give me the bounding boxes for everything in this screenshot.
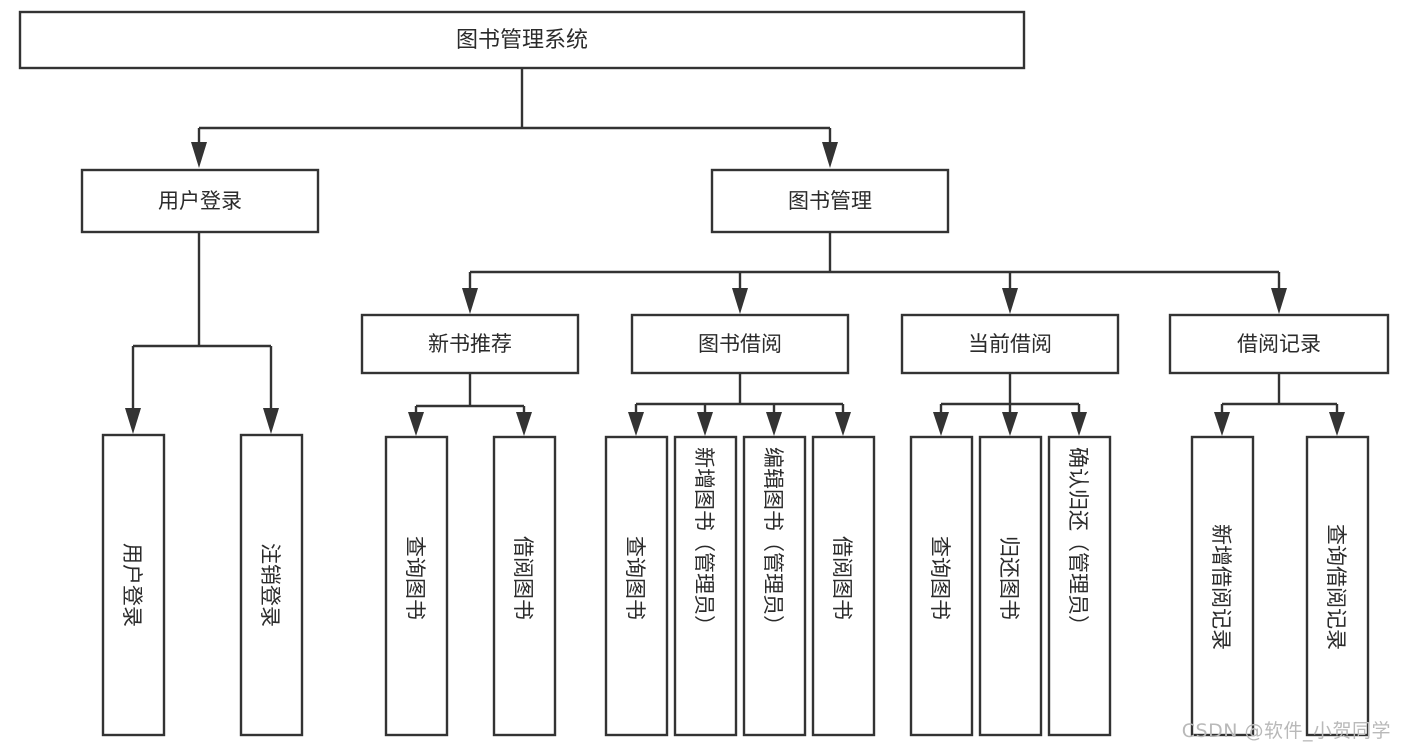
node-leaf-user-login-box[interactable] (101, 433, 166, 737)
arrow-head-leaf-bb-add (697, 412, 713, 436)
arrow-head-leaf-cb-confirm (1071, 412, 1087, 436)
node-leaf-bb-query[interactable]: 查询图书 (604, 435, 669, 737)
node-leaf-cb-query-box[interactable] (909, 435, 974, 737)
node-book-borrow-box[interactable] (630, 313, 850, 375)
node-current-borrow-label: 当前借阅 (968, 332, 1052, 356)
node-leaf-cb-return-label: 归还图书 (997, 536, 1021, 620)
node-root-box[interactable] (18, 10, 1026, 70)
node-leaf-bb-query-label: 查询图书 (623, 536, 647, 620)
node-book-borrow-label: 图书借阅 (698, 332, 782, 356)
node-leaf-cb-confirm[interactable]: 确认归还（管理员） (1047, 435, 1112, 737)
connector-group-book-borrow (628, 373, 851, 436)
node-user-login[interactable]: 用户登录 (80, 168, 320, 234)
node-root[interactable]: 图书管理系统 (18, 10, 1026, 70)
node-leaf-cb-confirm-box[interactable] (1047, 435, 1112, 737)
node-leaf-br-query-label: 查询借阅记录 (1324, 524, 1348, 650)
node-leaf-bb-query-box[interactable] (604, 435, 669, 737)
node-leaf-rec-borrow[interactable]: 借阅图书 (492, 435, 557, 737)
arrow-head-leaf-rec-query (408, 412, 424, 436)
arrow-head-leaf-br-add (1214, 412, 1230, 436)
node-leaf-br-add-label: 新增借阅记录 (1209, 524, 1233, 650)
node-leaf-rec-query[interactable]: 查询图书 (384, 435, 449, 737)
arrow-head-new-book-rec (462, 288, 478, 314)
node-leaf-rec-query-label: 查询图书 (403, 536, 427, 620)
node-borrow-record[interactable]: 借阅记录 (1168, 313, 1390, 375)
node-leaf-rec-query-box[interactable] (384, 435, 449, 737)
node-book-manage-box[interactable] (710, 168, 950, 234)
arrow-head-leaf-bb-borrow (835, 412, 851, 436)
arrow-head-borrow-record (1271, 288, 1287, 314)
node-book-manage[interactable]: 图书管理 (710, 168, 950, 234)
node-leaf-br-query-box[interactable] (1305, 435, 1370, 737)
connector-group-user-login (125, 232, 279, 434)
arrow-head-current-borrow (1002, 288, 1018, 314)
node-leaf-rec-borrow-label: 借阅图书 (511, 536, 535, 620)
arrow-head-leaf-cb-query (933, 412, 949, 436)
node-book-borrow[interactable]: 图书借阅 (630, 313, 850, 375)
node-leaf-bb-borrow-box[interactable] (811, 435, 876, 737)
node-leaf-bb-add-label: 新增图书（管理员） (692, 447, 716, 636)
node-leaf-rec-borrow-box[interactable] (492, 435, 557, 737)
node-leaf-bb-add[interactable]: 新增图书（管理员） (673, 435, 738, 737)
arrow-head-book-borrow (732, 288, 748, 314)
node-leaf-br-query[interactable]: 查询借阅记录 (1305, 435, 1370, 737)
node-book-manage-label: 图书管理 (788, 189, 872, 213)
node-leaf-user-logout-box[interactable] (239, 433, 304, 737)
node-new-book-rec[interactable]: 新书推荐 (360, 313, 580, 375)
node-leaf-bb-edit-box[interactable] (742, 435, 807, 737)
node-leaf-bb-borrow-label: 借阅图书 (830, 536, 854, 620)
node-leaf-bb-borrow[interactable]: 借阅图书 (811, 435, 876, 737)
connector-group-book-manage (462, 232, 1287, 314)
node-root-label: 图书管理系统 (456, 28, 588, 53)
node-leaf-bb-edit[interactable]: 编辑图书（管理员） (742, 435, 807, 737)
node-leaf-cb-return[interactable]: 归还图书 (978, 435, 1043, 737)
node-borrow-record-box[interactable] (1168, 313, 1390, 375)
node-leaf-cb-query-label: 查询图书 (928, 536, 952, 620)
node-leaf-user-login-label: 用户登录 (120, 543, 144, 627)
arrow-head-leaf-br-query (1329, 412, 1345, 436)
node-user-login-box[interactable] (80, 168, 320, 234)
connector-group-new-book-rec (408, 373, 532, 436)
node-current-borrow[interactable]: 当前借阅 (900, 313, 1120, 375)
node-leaf-user-login[interactable]: 用户登录 (101, 433, 166, 737)
node-leaf-cb-return-box[interactable] (978, 435, 1043, 737)
node-leaf-cb-confirm-label: 确认归还（管理员） (1066, 447, 1090, 636)
arrow-head-book-manage (822, 142, 838, 168)
connector-group-current-borrow (933, 373, 1087, 436)
node-leaf-br-add-box[interactable] (1190, 435, 1255, 737)
arrow-head-leaf-user-login (125, 408, 141, 434)
node-leaf-user-logout-label: 注销登录 (258, 543, 282, 627)
arrow-head-leaf-rec-borrow (516, 412, 532, 436)
arrow-head-leaf-user-logout (263, 408, 279, 434)
connector-group-root (191, 68, 838, 168)
node-leaf-bb-edit-label: 编辑图书（管理员） (761, 447, 785, 636)
node-leaf-user-logout[interactable]: 注销登录 (239, 433, 304, 737)
node-leaf-cb-query[interactable]: 查询图书 (909, 435, 974, 737)
node-current-borrow-box[interactable] (900, 313, 1120, 375)
connector-group-borrow-record (1214, 373, 1345, 436)
arrow-head-leaf-bb-query (628, 412, 644, 436)
arrow-head-user-login (191, 142, 207, 168)
node-new-book-rec-box[interactable] (360, 313, 580, 375)
node-new-book-rec-label: 新书推荐 (428, 332, 512, 356)
node-borrow-record-label: 借阅记录 (1237, 332, 1321, 356)
node-user-login-label: 用户登录 (158, 189, 242, 213)
node-leaf-bb-add-box[interactable] (673, 435, 738, 737)
arrow-head-leaf-cb-return (1002, 412, 1018, 436)
arrow-head-leaf-bb-edit (766, 412, 782, 436)
node-leaf-br-add[interactable]: 新增借阅记录 (1190, 435, 1255, 737)
